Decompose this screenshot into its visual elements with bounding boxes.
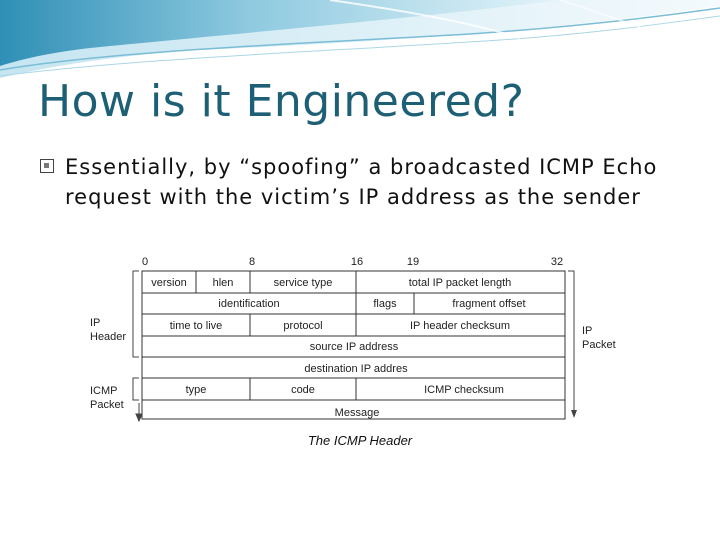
field-total-length: total IP packet length xyxy=(409,277,512,289)
figure-caption: The ICMP Header xyxy=(307,433,413,448)
label-icmp-packet-line2: Packet xyxy=(90,399,124,411)
field-source-ip: source IP address xyxy=(310,341,399,353)
label-icmp-packet-line1: ICMP xyxy=(90,385,118,397)
bit-marker: 8 xyxy=(249,256,255,268)
bullet-text: Essentially, by “spoofing” a broadcasted… xyxy=(65,155,658,209)
label-ip-header-line2: Header xyxy=(90,331,126,343)
field-version: version xyxy=(151,277,186,289)
field-service-type: service type xyxy=(274,277,333,289)
label-ip-header-line1: IP xyxy=(90,317,100,329)
field-icmp-checksum: ICMP checksum xyxy=(424,384,504,396)
ip-header-bracket xyxy=(132,270,139,358)
icmp-packet-bracket xyxy=(132,377,139,401)
label-ip-packet-line1: IP xyxy=(582,325,592,337)
right-arrow-down-icon xyxy=(571,410,577,418)
page-title: How is it Engineered? xyxy=(38,76,525,127)
header-swoosh-decoration xyxy=(0,0,720,78)
bit-marker: 19 xyxy=(407,256,419,268)
field-fragment-offset: fragment offset xyxy=(452,298,525,310)
bullet-point: Essentially, by “spoofing” a broadcasted… xyxy=(40,152,700,212)
header-table-grid xyxy=(141,270,566,420)
field-ip-header-checksum: IP header checksum xyxy=(410,320,510,332)
box-bullet-icon xyxy=(40,159,54,173)
left-arrow-down xyxy=(135,403,143,423)
field-protocol: protocol xyxy=(283,320,322,332)
field-identification: identification xyxy=(218,298,279,310)
bit-marker: 0 xyxy=(142,256,148,268)
bit-marker: 16 xyxy=(351,256,363,268)
label-ip-packet-line2: Packet xyxy=(582,339,616,351)
field-icmp-type: type xyxy=(186,384,207,396)
icmp-header-diagram: 0 8 16 19 32 version hlen service type t… xyxy=(90,256,616,423)
field-time-to-live: time to live xyxy=(170,320,223,332)
field-icmp-code: code xyxy=(291,384,315,396)
field-destination-ip: destination IP addres xyxy=(304,363,408,375)
field-flags: flags xyxy=(373,298,397,310)
ip-packet-bracket xyxy=(568,270,575,416)
bit-marker: 32 xyxy=(551,256,563,268)
message-label: Message xyxy=(335,407,380,419)
field-hlen: hlen xyxy=(213,277,234,289)
